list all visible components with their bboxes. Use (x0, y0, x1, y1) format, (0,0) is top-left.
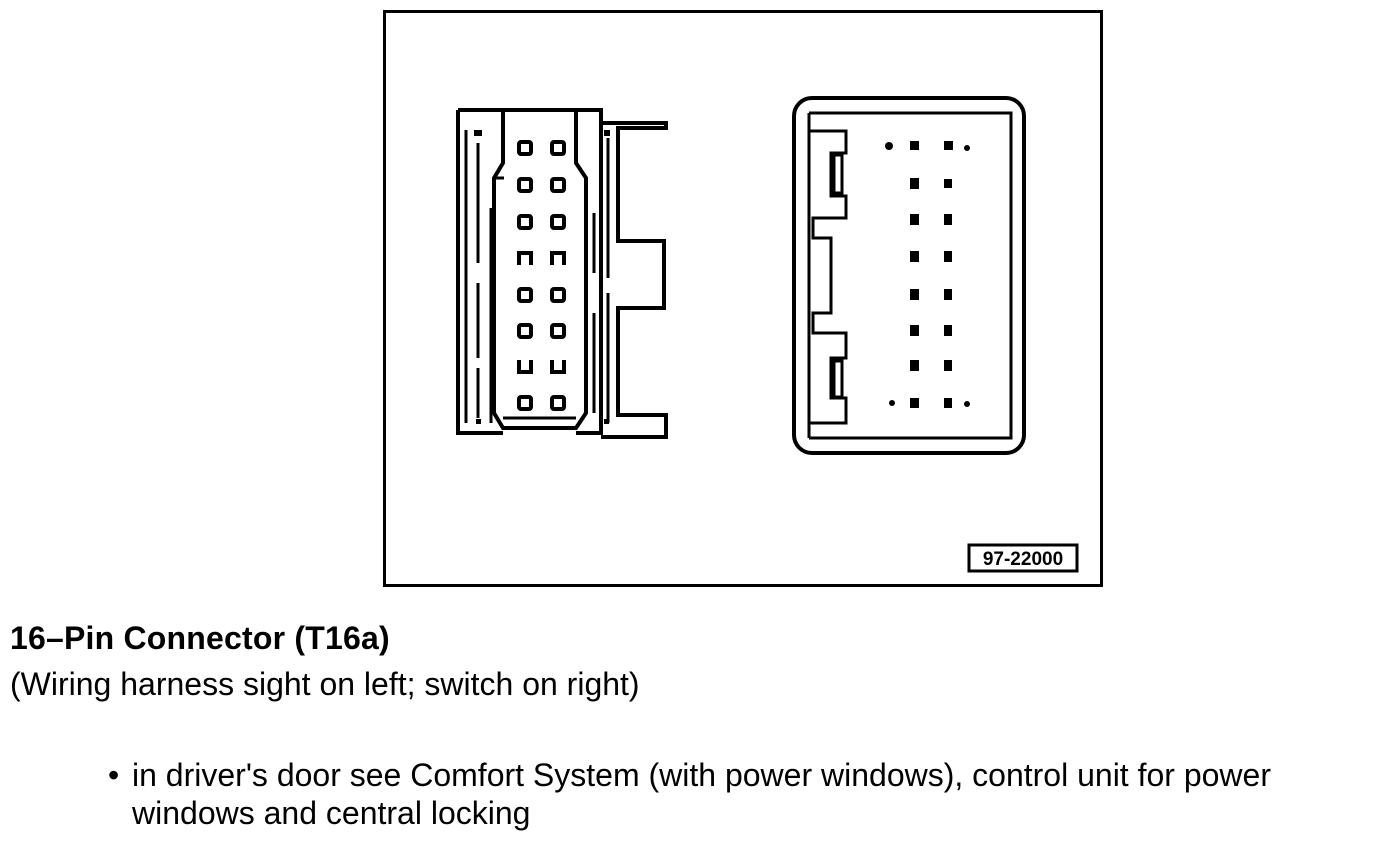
harness-connector-markers (474, 130, 610, 424)
figure-code-box: 97-22000 (967, 543, 1079, 573)
bullet-icon: • (108, 757, 120, 793)
note-list-item: • in driver's door see Comfort System (w… (108, 756, 1378, 832)
connector-diagram: 97-22000 (383, 10, 1103, 587)
caption-subtitle: (Wiring harness sight on left; switch on… (10, 666, 640, 702)
note-text: in driver's door see Comfort System (wit… (132, 757, 1271, 831)
figure-code: 97-22000 (983, 549, 1063, 570)
harness-connector (456, 108, 668, 439)
harness-connector-pins (517, 140, 566, 411)
caption-title: 16–Pin Connector (T16a) (10, 620, 390, 656)
switch-connector (792, 96, 1026, 455)
switch-connector-pins (885, 141, 970, 408)
